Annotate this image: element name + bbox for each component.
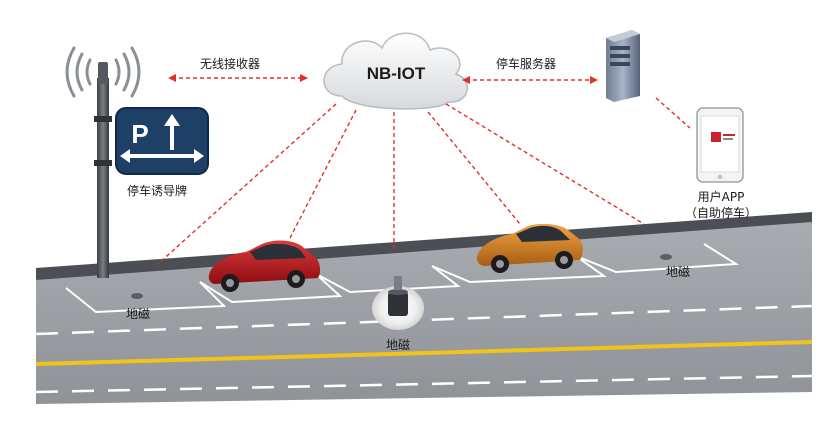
connection-links: [157, 77, 691, 265]
sensor-label: 地磁: [666, 265, 691, 279]
sign-letter: P: [131, 119, 148, 149]
user-app-label: 用户APP: [697, 190, 745, 204]
cloud-icon: [323, 32, 469, 110]
server-icon: [606, 30, 640, 102]
geomagnetic-sensor-icon: [372, 276, 424, 330]
antenna-icon: [65, 46, 141, 278]
geomagnetic-sensor-icon: [660, 254, 672, 260]
smartphone-icon: [696, 107, 744, 183]
geomagnetic-sensor-icon: [131, 293, 143, 299]
sensor-label: 地磁: [386, 338, 411, 352]
parking-server-label: 停车服务器: [496, 57, 557, 71]
user-app-sublabel: （自助停车）: [684, 206, 757, 220]
parking-sign-label: 停车诱导牌: [127, 184, 188, 198]
cloud-label: NB-IOT: [366, 64, 426, 83]
wireless-receiver-label: 无线接收器: [200, 57, 261, 71]
sensor-label: 地磁: [126, 307, 151, 321]
parking-sign-icon: P: [115, 107, 209, 175]
car-icon: [476, 223, 583, 273]
car-icon: [208, 240, 321, 292]
